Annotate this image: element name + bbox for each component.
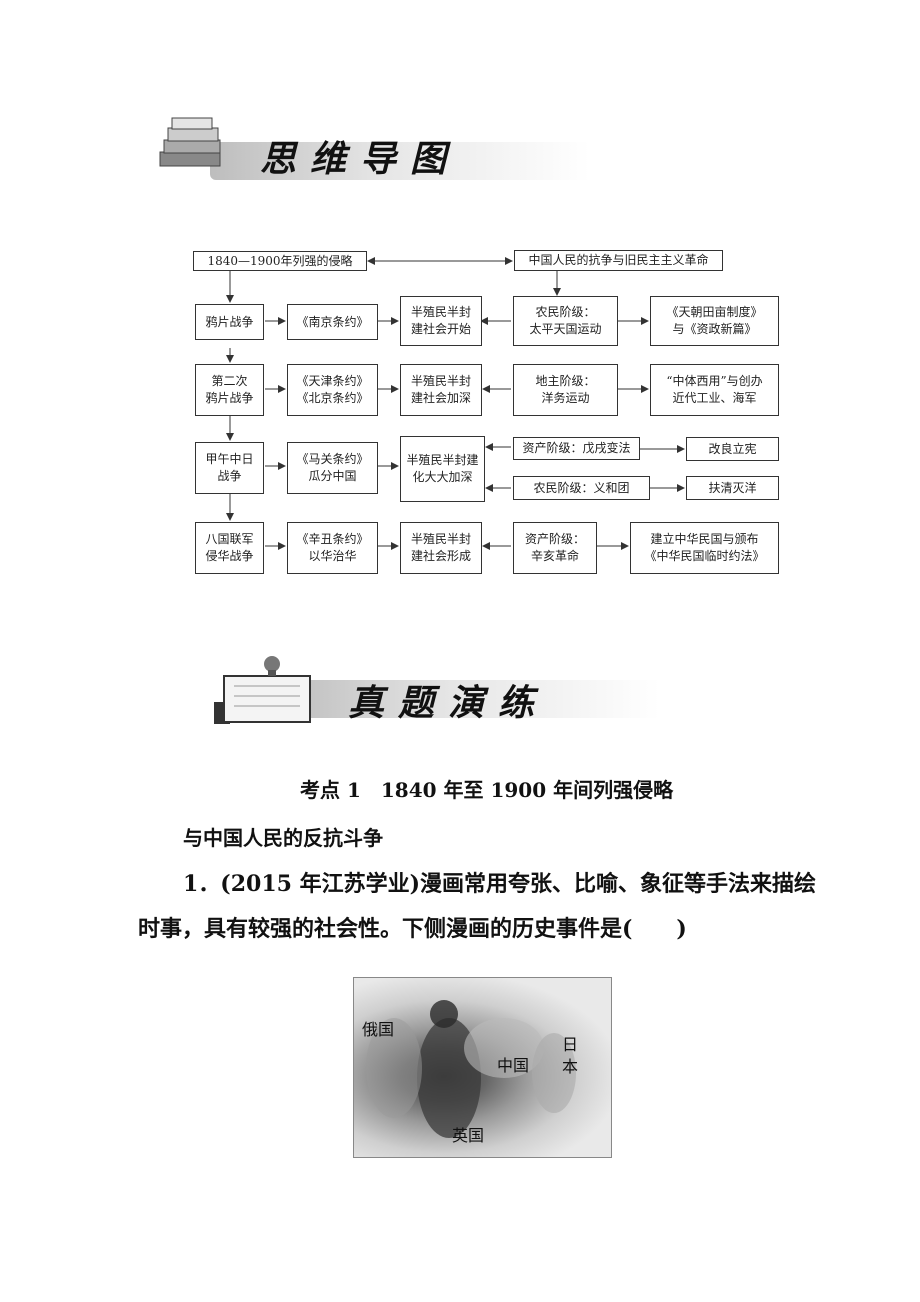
mindmap-title: 思维导图: [260, 138, 461, 180]
war-eight-nation: 八国联军 侵华战争: [195, 522, 264, 574]
practice-title: 真题演练: [348, 682, 549, 724]
response-taiping: 农民阶级： 太平天国运动: [513, 296, 618, 346]
practice-section-header: 真题演练: [210, 652, 680, 732]
easel-icon: [214, 656, 311, 724]
treaty-nanjing: 《南京条约》: [287, 304, 378, 340]
result-taiping-documents: 《天朝田亩制度》 与《资政新篇》: [650, 296, 779, 346]
topic-heading-line2: 与中国人民的反抗斗争: [183, 826, 383, 850]
mindmap-section-header: 思维导图: [150, 112, 610, 192]
war-opium: 鸦片战争: [195, 304, 264, 340]
society-greatly-deepen: 半殖民半封建 化大大加深: [400, 436, 485, 502]
response-xinhai: 资产阶级： 辛亥革命: [513, 522, 597, 574]
cartoon-label-britain: 英国: [452, 1126, 485, 1145]
war-sino-japanese: 甲午中日 战争: [195, 442, 264, 494]
topic-heading-line1: 考点 1 1840 年至 1900 年间列强侵略: [300, 778, 674, 802]
mindmap-top-left: 1840—1900年列强的侵略: [193, 251, 367, 271]
header-band: [210, 142, 590, 180]
result-republic: 建立中华民国与颁布 《中华民国临时约法》: [630, 522, 779, 574]
treaty-shimonoseki: 《马关条约》 瓜分中国: [287, 442, 378, 494]
response-hundred-days: 资产阶级：戊戌变法: [513, 437, 640, 460]
result-western-learning: “中体西用”与创办 近代工业、海军: [650, 364, 779, 416]
society-formed: 半殖民半封 建社会形成: [400, 522, 482, 574]
history-cartoon-image: 俄国 中国 日本 英国: [353, 977, 612, 1158]
question-line2: 时事，具有较强的社会性。下侧漫画的历史事件是( ): [138, 916, 687, 942]
response-self-strengthening: 地主阶级： 洋务运动: [513, 364, 618, 416]
treaty-boxer: 《辛丑条约》 以华治华: [287, 522, 378, 574]
result-support-qing: 扶清灭洋: [686, 476, 779, 500]
question-line1: 1．(2015 年江苏学业)漫画常用夸张、比喻、象征等手法来描绘: [183, 871, 817, 897]
society-start: 半殖民半封 建社会开始: [400, 296, 482, 346]
header-band: [280, 680, 660, 718]
war-second-opium: 第二次 鸦片战争: [195, 364, 264, 416]
cartoon-label-russia: 俄国: [362, 1020, 395, 1039]
cartoon-figures: [366, 1000, 576, 1138]
cartoon-label-japan: 日本: [562, 1035, 579, 1076]
cartoon-label-china: 中国: [497, 1056, 530, 1075]
response-boxer: 农民阶级：义和团: [513, 476, 650, 500]
mindmap-top-right: 中国人民的抗争与旧民主主义革命: [514, 250, 723, 271]
treaty-tianjin-beijing: 《天津条约》 《北京条约》: [287, 364, 378, 416]
result-constitutional-reform: 改良立宪: [686, 437, 779, 461]
society-deepen: 半殖民半封 建社会加深: [400, 364, 482, 416]
books-icon: [159, 117, 221, 167]
